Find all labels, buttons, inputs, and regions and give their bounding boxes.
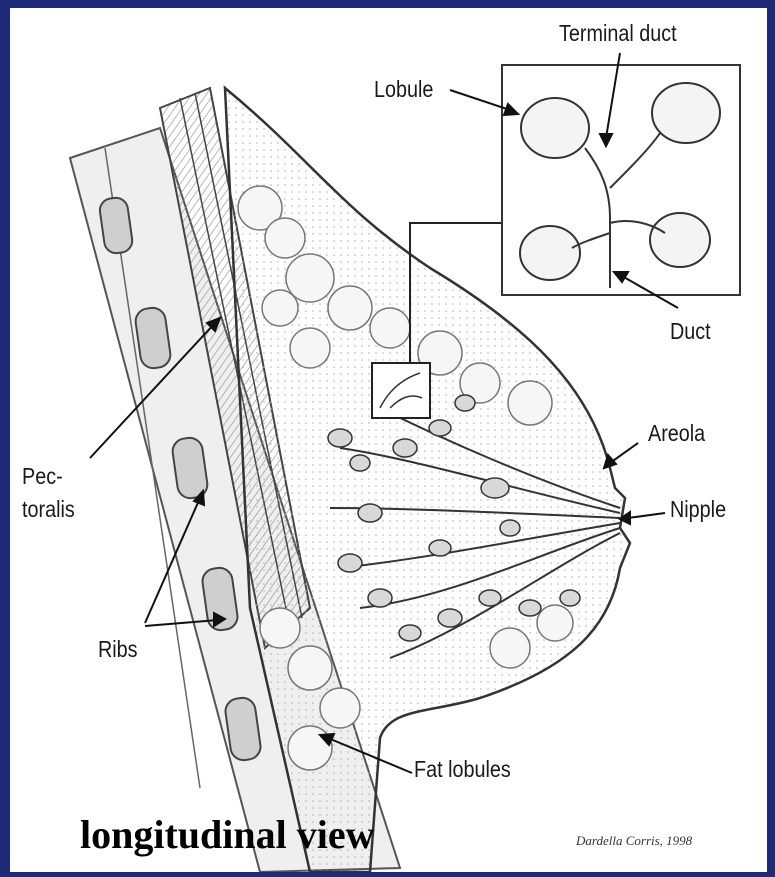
nipple-label: Nipple	[670, 496, 726, 522]
duct-label: Duct	[670, 318, 711, 344]
artist-signature: Dardella Corris, 1998	[576, 833, 692, 849]
pectoralis-label-line1: Pec-	[22, 463, 63, 489]
terminal-duct-label: Terminal duct	[559, 20, 677, 46]
diagram-panel: Terminal duct Lobule Duct Areola Nipple …	[10, 8, 767, 872]
view-caption: longitudinal view	[80, 811, 375, 858]
lobule-inset	[502, 65, 740, 295]
fat-lobules-label: Fat lobules	[414, 756, 511, 782]
areola-label: Areola	[648, 420, 705, 446]
lobule-label: Lobule	[374, 76, 433, 102]
pectoralis-label-line2: toralis	[22, 496, 75, 522]
magnified-region-marker	[372, 363, 430, 418]
ribs-label: Ribs	[98, 636, 138, 662]
